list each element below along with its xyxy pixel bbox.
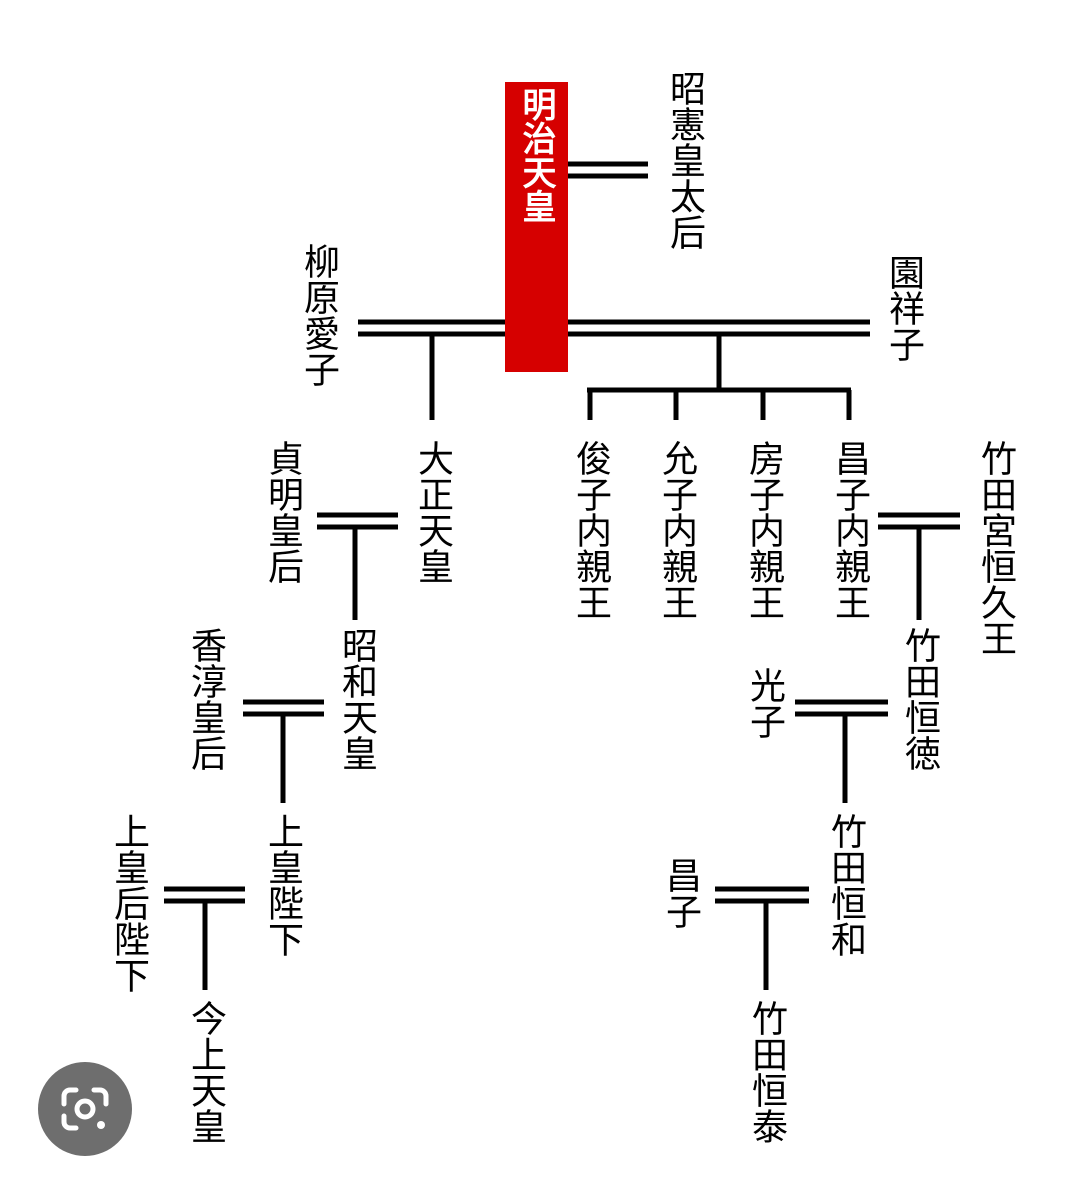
person-meiji: 明治天皇 [516, 87, 556, 223]
person-nobuko: 允子内親王 [656, 440, 697, 620]
person-tsunenori: 竹田恒徳 [899, 627, 940, 771]
person-showa: 昭和天皇 [336, 627, 377, 771]
person-teimei: 貞明皇后 [262, 440, 303, 584]
meiji-highlight-box: 明治天皇 [505, 82, 568, 372]
person-mitsuko: 光子 [744, 667, 785, 739]
person-tsunekazu: 竹田恒和 [825, 813, 866, 957]
person-shoken: 昭憲皇太后 [664, 70, 705, 250]
person-kojun: 香淳皇后 [185, 627, 226, 771]
camera-search-icon [61, 1087, 109, 1131]
person-tsuneyasu: 竹田恒泰 [746, 1000, 787, 1144]
person-tsunehisa: 竹田宮恒久王 [975, 440, 1016, 656]
lens-search-button[interactable] [38, 1062, 132, 1156]
person-masako: 昌子内親王 [829, 440, 870, 620]
person-fusako: 房子内親王 [743, 440, 784, 620]
person-masako2: 昌子 [660, 857, 701, 929]
person-kinjo: 今上天皇 [185, 1000, 226, 1144]
person-toshiko: 俊子内親王 [570, 440, 611, 620]
person-joko: 上皇陛下 [262, 813, 303, 957]
person-yanagiwara: 柳原愛子 [298, 243, 339, 387]
person-taisho: 大正天皇 [412, 440, 453, 584]
person-jokogo: 上皇后陛下 [108, 813, 149, 993]
person-sono: 園祥子 [883, 254, 924, 362]
